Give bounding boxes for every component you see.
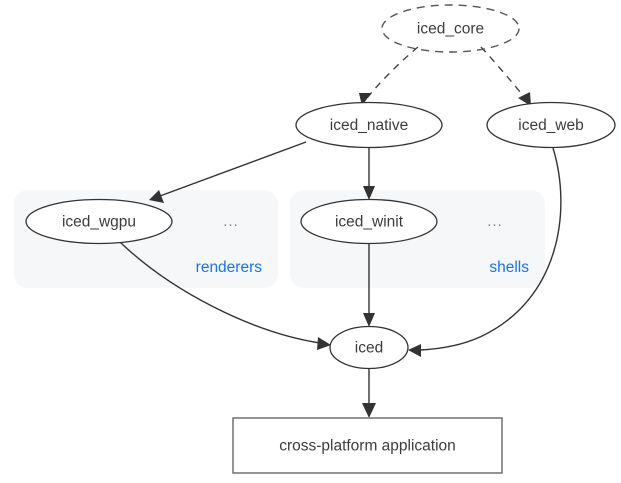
node-iced-native[interactable]: iced_native	[295, 101, 443, 149]
edge-line	[419, 147, 562, 351]
node-application-shape[interactable]	[232, 417, 503, 474]
edge-iced-to-application	[362, 369, 376, 418]
arrow-head	[518, 92, 531, 106]
arrow-head	[363, 313, 375, 327]
edge-iced-native-to-iced-winit	[363, 148, 375, 200]
edge-line	[159, 141, 307, 197]
edge-iced-core-to-iced-web	[480, 46, 531, 106]
arrow-head	[149, 190, 164, 203]
arrow-head	[362, 403, 376, 418]
node-iced-web-shape[interactable]	[486, 101, 616, 149]
node-iced-winit[interactable]: iced_winit	[300, 198, 438, 245]
node-iced-winit-shape[interactable]	[300, 198, 438, 245]
node-iced-native-shape[interactable]	[295, 101, 443, 149]
edge-iced-native-to-iced-wgpu	[149, 141, 307, 203]
arrow-head	[317, 337, 331, 350]
edge-iced-wgpu-to-iced	[119, 241, 331, 350]
node-iced-shape[interactable]	[329, 325, 409, 370]
arrow-head	[363, 186, 375, 200]
edge-iced-web-to-iced	[408, 147, 562, 357]
node-cross-platform-application[interactable]: cross-platform application	[232, 417, 503, 474]
node-iced-core[interactable]: iced_core	[381, 4, 520, 53]
node-iced-wgpu-shape[interactable]	[25, 198, 173, 245]
edge-line	[366, 46, 419, 99]
node-iced-web[interactable]: iced_web	[486, 101, 616, 149]
node-iced-core-label: iced_core	[417, 21, 484, 38]
edge-iced-core-to-iced-native	[359, 46, 419, 106]
edge-iced-winit-to-iced	[363, 244, 375, 327]
arrow-head	[408, 344, 421, 357]
node-iced[interactable]: iced	[329, 325, 409, 370]
edge-line	[480, 46, 526, 99]
node-iced-core-shape[interactable]	[381, 4, 520, 53]
node-iced-wgpu[interactable]: iced_wgpu	[25, 198, 173, 245]
edge-line	[119, 241, 321, 344]
